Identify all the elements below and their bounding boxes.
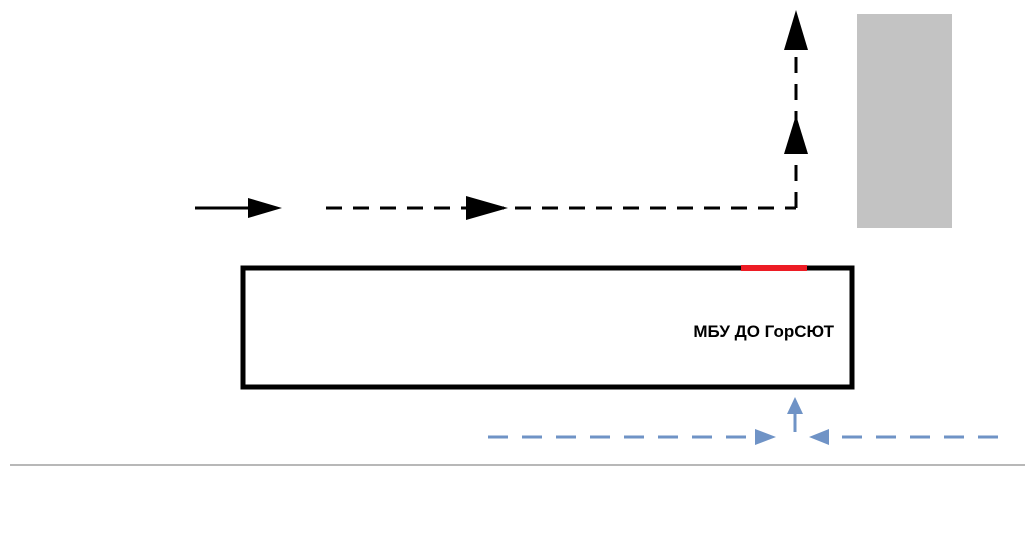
route-arrow-right-1 <box>248 198 282 218</box>
secondary-route <box>488 397 998 445</box>
route-arrow-right-2 <box>466 196 508 220</box>
neighbor-building <box>857 14 952 228</box>
secondary-arrow-up <box>787 397 803 414</box>
route-arrow-up-2 <box>784 10 808 50</box>
route-arrow-up-1 <box>784 115 808 154</box>
building-label: МБУ ДО ГорСЮТ <box>693 322 834 341</box>
secondary-arrow-right <box>755 429 776 445</box>
secondary-arrow-left <box>809 429 829 445</box>
main-building <box>240 265 855 390</box>
primary-route <box>195 10 808 220</box>
